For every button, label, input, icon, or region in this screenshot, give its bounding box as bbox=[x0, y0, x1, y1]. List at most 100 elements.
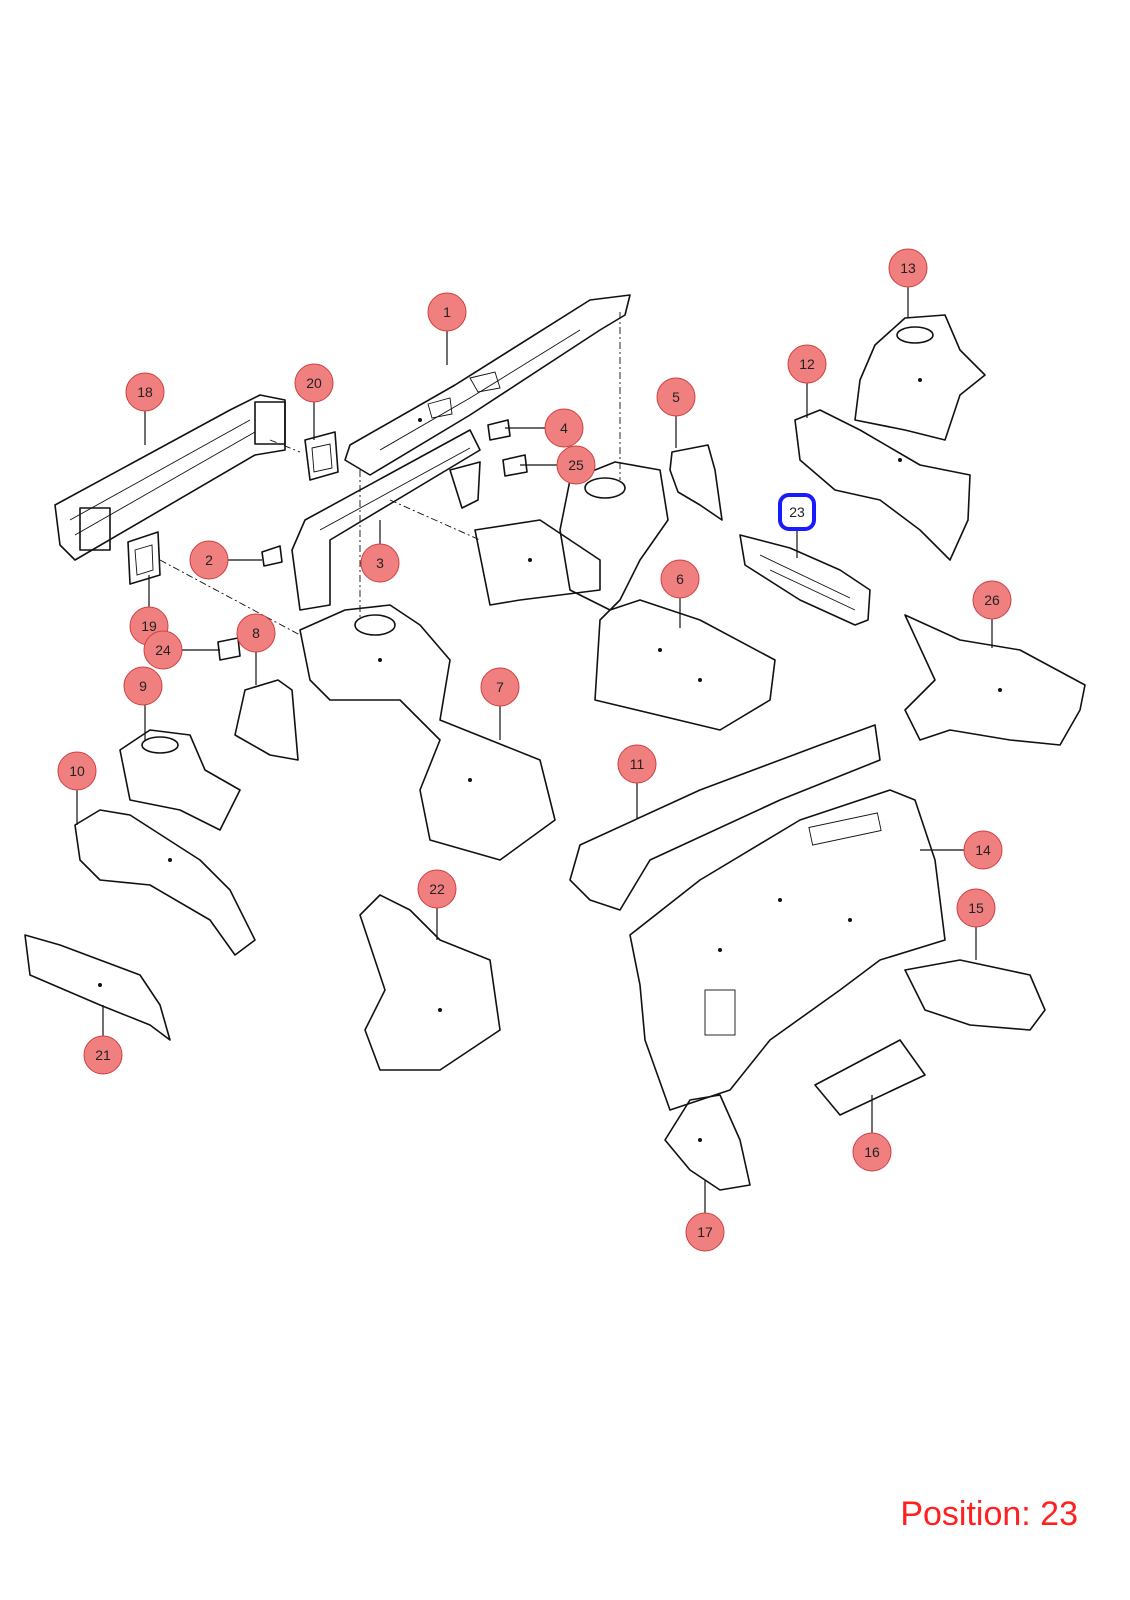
callout-7-marker[interactable] bbox=[480, 667, 520, 707]
callout-3[interactable]: 3 bbox=[360, 543, 400, 583]
callout-23[interactable]: 23 bbox=[778, 493, 816, 531]
callout-24-label: 24 bbox=[155, 642, 171, 658]
callout-13[interactable]: 13 bbox=[888, 248, 928, 288]
part-dash-insulator[interactable] bbox=[904, 959, 1046, 1031]
callout-8-label: 8 bbox=[252, 625, 260, 641]
callout-17-label: 17 bbox=[697, 1224, 713, 1240]
callout-7[interactable]: 7 bbox=[480, 667, 520, 707]
callout-6-marker[interactable] bbox=[660, 559, 700, 599]
callout-17-marker[interactable] bbox=[685, 1212, 725, 1252]
hole-dots bbox=[98, 378, 1002, 1142]
part-floor-cross-member[interactable] bbox=[814, 1039, 926, 1116]
part-side-panel-17[interactable] bbox=[664, 1094, 751, 1191]
callout-1[interactable]: 1 bbox=[427, 292, 467, 332]
callout-11-marker[interactable] bbox=[617, 744, 657, 784]
part-insulator-5[interactable] bbox=[669, 444, 723, 521]
callout-15-label: 15 bbox=[968, 900, 984, 916]
callout-4-marker[interactable] bbox=[544, 408, 584, 448]
callout-26-label: 26 bbox=[984, 592, 1000, 608]
part-bracket-19[interactable] bbox=[127, 531, 161, 585]
callout-5-marker[interactable] bbox=[656, 377, 696, 417]
part-side-member-10[interactable] bbox=[74, 809, 256, 956]
callout-9[interactable]: 9 bbox=[123, 666, 163, 706]
callout-25-label: 25 bbox=[568, 457, 584, 473]
part-side-member-12[interactable] bbox=[794, 409, 971, 561]
callout-11-label: 11 bbox=[630, 756, 645, 772]
callout-15[interactable]: 15 bbox=[956, 888, 996, 928]
part-dash-panel[interactable] bbox=[629, 789, 946, 1111]
callout-8[interactable]: 8 bbox=[236, 613, 276, 653]
callout-20-label: 20 bbox=[306, 375, 322, 391]
callout-5-label: 5 bbox=[672, 389, 680, 405]
callout-16-marker[interactable] bbox=[852, 1132, 892, 1172]
callout-12-marker[interactable] bbox=[787, 344, 827, 384]
callout-1-label: 1 bbox=[443, 304, 451, 320]
part-cowl-panel[interactable] bbox=[739, 534, 871, 626]
callout-16[interactable]: 16 bbox=[852, 1132, 892, 1172]
callout-13-marker[interactable] bbox=[888, 248, 928, 288]
callout-16-label: 16 bbox=[864, 1144, 880, 1160]
callout-20[interactable]: 20 bbox=[294, 363, 334, 403]
callout-2[interactable]: 2 bbox=[189, 540, 229, 580]
callout-5[interactable]: 5 bbox=[656, 377, 696, 417]
callout-23-marker[interactable] bbox=[778, 493, 816, 531]
callout-6[interactable]: 6 bbox=[660, 559, 700, 599]
callout-2-marker[interactable] bbox=[189, 540, 229, 580]
callout-17[interactable]: 17 bbox=[685, 1212, 725, 1252]
alignment-lines bbox=[159, 312, 621, 636]
callout-22[interactable]: 22 bbox=[417, 869, 457, 909]
part-cowl-top[interactable] bbox=[569, 724, 881, 911]
callout-10[interactable]: 10 bbox=[57, 751, 97, 791]
part-small-bracket-2[interactable] bbox=[261, 545, 283, 567]
callout-25[interactable]: 25 bbox=[556, 445, 596, 485]
part-cross-member[interactable] bbox=[291, 429, 481, 611]
part-upper-rail[interactable] bbox=[344, 294, 631, 476]
callout-22-label: 22 bbox=[429, 881, 445, 897]
callout-1-marker[interactable] bbox=[427, 292, 467, 332]
callout-26[interactable]: 26 bbox=[972, 580, 1012, 620]
part-apron-rear-26[interactable] bbox=[904, 614, 1086, 746]
callout-18-marker[interactable] bbox=[125, 372, 165, 412]
callout-12[interactable]: 12 bbox=[787, 344, 827, 384]
callout-25-marker[interactable] bbox=[556, 445, 596, 485]
part-apron-right[interactable] bbox=[299, 604, 556, 861]
callout-23-label: 23 bbox=[789, 504, 805, 520]
callout-24-marker[interactable] bbox=[143, 630, 183, 670]
callout-22-marker[interactable] bbox=[417, 869, 457, 909]
part-apron-left[interactable] bbox=[474, 461, 776, 731]
part-strut-tower-9[interactable] bbox=[119, 729, 241, 831]
part-small-bracket-4[interactable] bbox=[487, 419, 511, 441]
callout-26-marker[interactable] bbox=[972, 580, 1012, 620]
callout-21-marker[interactable] bbox=[83, 1035, 123, 1075]
callout-15-marker[interactable] bbox=[956, 888, 996, 928]
part-bumper-reinforcement[interactable] bbox=[54, 394, 286, 561]
part-rail-21[interactable] bbox=[24, 934, 171, 1041]
callout-9-label: 9 bbox=[139, 678, 147, 694]
callout-18-label: 18 bbox=[137, 384, 153, 400]
callout-14[interactable]: 14 bbox=[963, 830, 1003, 870]
part-bracket-20[interactable] bbox=[304, 431, 339, 481]
callout-20-marker[interactable] bbox=[294, 363, 334, 403]
callout-3-marker[interactable] bbox=[360, 543, 400, 583]
callout-12-label: 12 bbox=[799, 356, 815, 372]
part-strut-tower-13[interactable] bbox=[854, 314, 986, 441]
part-small-bracket-24[interactable] bbox=[217, 637, 241, 661]
callout-19-label: 19 bbox=[141, 618, 157, 634]
callout-9-marker[interactable] bbox=[123, 666, 163, 706]
callout-24[interactable]: 24 bbox=[143, 630, 183, 670]
callout-21[interactable]: 21 bbox=[83, 1035, 123, 1075]
callout-2-label: 2 bbox=[205, 552, 213, 568]
callout-7-label: 7 bbox=[496, 679, 504, 695]
callout-4-label: 4 bbox=[560, 420, 568, 436]
callout-14-marker[interactable] bbox=[963, 830, 1003, 870]
position-label: Position: 23 bbox=[900, 1495, 1078, 1533]
part-small-bracket-25[interactable] bbox=[502, 454, 528, 477]
callout-10-marker[interactable] bbox=[57, 751, 97, 791]
callout-11[interactable]: 11 bbox=[617, 744, 657, 784]
part-insulator-8[interactable] bbox=[234, 679, 299, 761]
callout-4[interactable]: 4 bbox=[544, 408, 584, 448]
part-apron-22[interactable] bbox=[359, 894, 501, 1071]
callout-18[interactable]: 18 bbox=[125, 372, 165, 412]
callout-8-marker[interactable] bbox=[236, 613, 276, 653]
